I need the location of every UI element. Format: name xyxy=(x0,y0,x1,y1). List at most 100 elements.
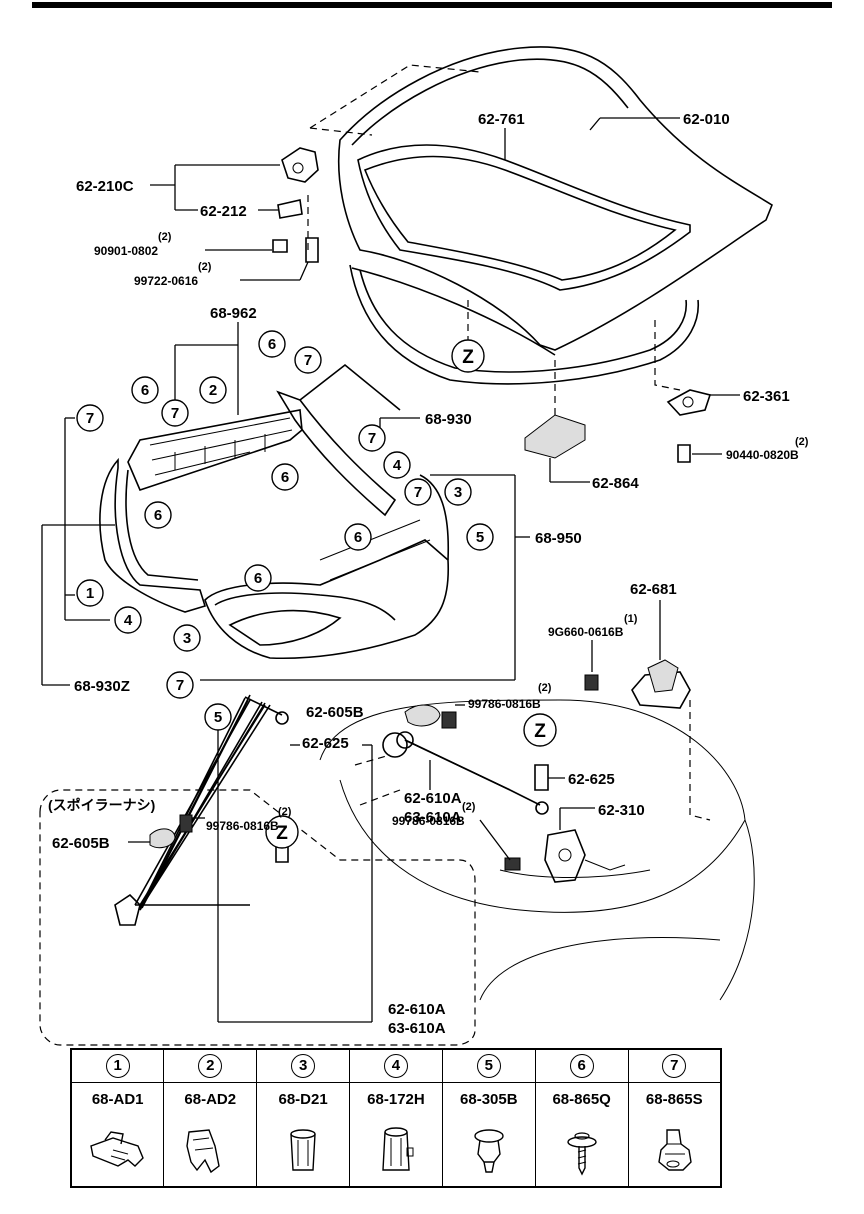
label-62-010: 62-010 xyxy=(683,111,730,128)
bubble-6-f: 6 xyxy=(244,564,272,592)
label-62-681: 62-681 xyxy=(630,581,677,598)
svg-text:2: 2 xyxy=(209,382,217,399)
qty-9g660: (1) xyxy=(624,613,638,625)
gas-strut xyxy=(382,704,549,815)
legend-num-cell: 7 xyxy=(627,1048,722,1083)
svg-text:Z: Z xyxy=(534,721,546,742)
legend-cell-7: 68-865S xyxy=(627,1082,722,1188)
legend-num-7: 7 xyxy=(662,1054,687,1078)
bumper-stopper xyxy=(584,659,691,709)
svg-text:3: 3 xyxy=(183,630,191,647)
z-marker-middle: Z xyxy=(523,713,557,747)
screw-865q-icon xyxy=(566,1132,597,1176)
svg-text:6: 6 xyxy=(268,336,276,353)
top-border xyxy=(32,2,832,8)
legend-num-cell: 2 xyxy=(163,1048,258,1083)
bubble-3-b: 3 xyxy=(173,624,201,652)
clip-ad1-icon xyxy=(89,1131,144,1167)
qty-99786-b: (2) xyxy=(462,801,476,813)
label-68-950: 68-950 xyxy=(535,530,582,547)
clip-ad2-icon xyxy=(186,1129,221,1174)
label-62-625: 62-625 xyxy=(568,771,615,788)
legend-cell-3: 68-D21 xyxy=(256,1082,351,1188)
svg-text:7: 7 xyxy=(171,405,179,422)
legend-num-cell: 5 xyxy=(441,1048,536,1083)
bubble-6-e: 6 xyxy=(344,523,372,551)
qty-90901: (2) xyxy=(158,231,172,243)
box-qty-99786: (2) xyxy=(278,806,292,818)
svg-text:Z: Z xyxy=(462,347,474,368)
svg-text:7: 7 xyxy=(86,410,94,427)
bubble-7-b: 7 xyxy=(161,399,189,427)
fastener-legend-table: 1 2 3 4 5 6 7 68-AD1 68-AD2 68-D21 xyxy=(70,1048,722,1188)
clip-d21-icon xyxy=(290,1129,316,1171)
bubble-7-a: 7 xyxy=(76,404,104,432)
legend-cell-5: 68-305B xyxy=(441,1082,536,1188)
label-99786-0816b-a: 99786-0816B xyxy=(468,697,541,711)
label-62-361: 62-361 xyxy=(743,388,790,405)
legend-cell-6: 68-865Q xyxy=(534,1082,629,1188)
box-label-62-625: 62-625 xyxy=(302,735,349,752)
bubble-6-c: 6 xyxy=(271,463,299,491)
legend-num-cell: 3 xyxy=(256,1048,351,1083)
svg-text:6: 6 xyxy=(354,529,362,546)
label-68-962: 68-962 xyxy=(210,305,257,322)
z-marker-box: Z xyxy=(265,815,299,849)
label-9g660-0616b: 9G660-0616B xyxy=(548,625,624,639)
svg-text:6: 6 xyxy=(141,382,149,399)
legend-code-3: 68-D21 xyxy=(278,1091,328,1108)
label-62-610a: 62-610A xyxy=(404,790,462,807)
label-63-610a: 63-610A xyxy=(404,809,462,826)
qty-90440: (2) xyxy=(795,436,809,448)
box-label-63-610a: 63-610A xyxy=(388,1020,446,1037)
label-62-212: 62-212 xyxy=(200,203,247,220)
clip-865s-icon xyxy=(658,1129,693,1171)
bubble-1: 1 xyxy=(76,579,104,607)
label-68-930z: 68-930Z xyxy=(74,678,130,695)
spoiler-less-box xyxy=(39,789,476,1046)
legend-num-5: 5 xyxy=(476,1054,501,1078)
label-99722-0616: 99722-0616 xyxy=(134,274,198,288)
trunk-latch xyxy=(504,829,626,883)
gas-strut-alt xyxy=(114,694,289,926)
bubble-6-a: 6 xyxy=(131,376,159,404)
svg-text:1: 1 xyxy=(86,585,94,602)
z-marker-top: Z xyxy=(451,339,485,373)
svg-text:7: 7 xyxy=(176,677,184,694)
svg-text:6: 6 xyxy=(154,507,162,524)
legend-code-4: 68-172H xyxy=(367,1091,425,1108)
legend-num-2: 2 xyxy=(198,1054,223,1078)
label-99786-0816b-b: 99786-0816B xyxy=(392,814,465,828)
label-62-605b: 62-605B xyxy=(306,704,364,721)
bubble-6-b: 6 xyxy=(258,330,286,358)
box-label-62-610a: 62-610A xyxy=(388,1001,446,1018)
bubble-4-a: 4 xyxy=(383,451,411,479)
bubble-7-c: 7 xyxy=(294,346,322,374)
legend-num-4: 4 xyxy=(383,1054,408,1078)
label-90901-0802: 90901-0802 xyxy=(94,244,158,258)
legend-body-row: 68-AD1 68-AD2 68-D21 68-172H xyxy=(70,1082,722,1188)
legend-num-cell: 4 xyxy=(349,1048,443,1083)
legend-num-cell: 6 xyxy=(534,1048,629,1083)
legend-code-7: 68-865S xyxy=(645,1091,703,1108)
bubble-5-a: 5 xyxy=(466,523,494,551)
legend-cell-2: 68-AD2 xyxy=(163,1082,258,1188)
legend-header-row: 1 2 3 4 5 6 7 xyxy=(70,1048,722,1083)
qty-99786-a: (2) xyxy=(538,682,552,694)
legend-num-1: 1 xyxy=(105,1054,130,1078)
hinge-assembly xyxy=(272,147,319,263)
svg-text:7: 7 xyxy=(414,484,422,501)
bubble-6-d: 6 xyxy=(144,501,172,529)
label-62-864: 62-864 xyxy=(592,475,639,492)
bubble-2: 2 xyxy=(199,376,227,404)
svg-text:4: 4 xyxy=(393,457,402,474)
bubble-5-b: 5 xyxy=(204,703,232,731)
legend-code-2: 68-AD2 xyxy=(184,1091,237,1108)
label-62-761: 62-761 xyxy=(478,111,525,128)
legend-code-1: 68-AD1 xyxy=(91,1091,144,1108)
clip-172h-icon xyxy=(382,1127,414,1171)
clip-305b-icon xyxy=(474,1129,504,1173)
trunk-lid xyxy=(337,46,773,385)
legend-code-5: 68-305B xyxy=(460,1091,518,1108)
